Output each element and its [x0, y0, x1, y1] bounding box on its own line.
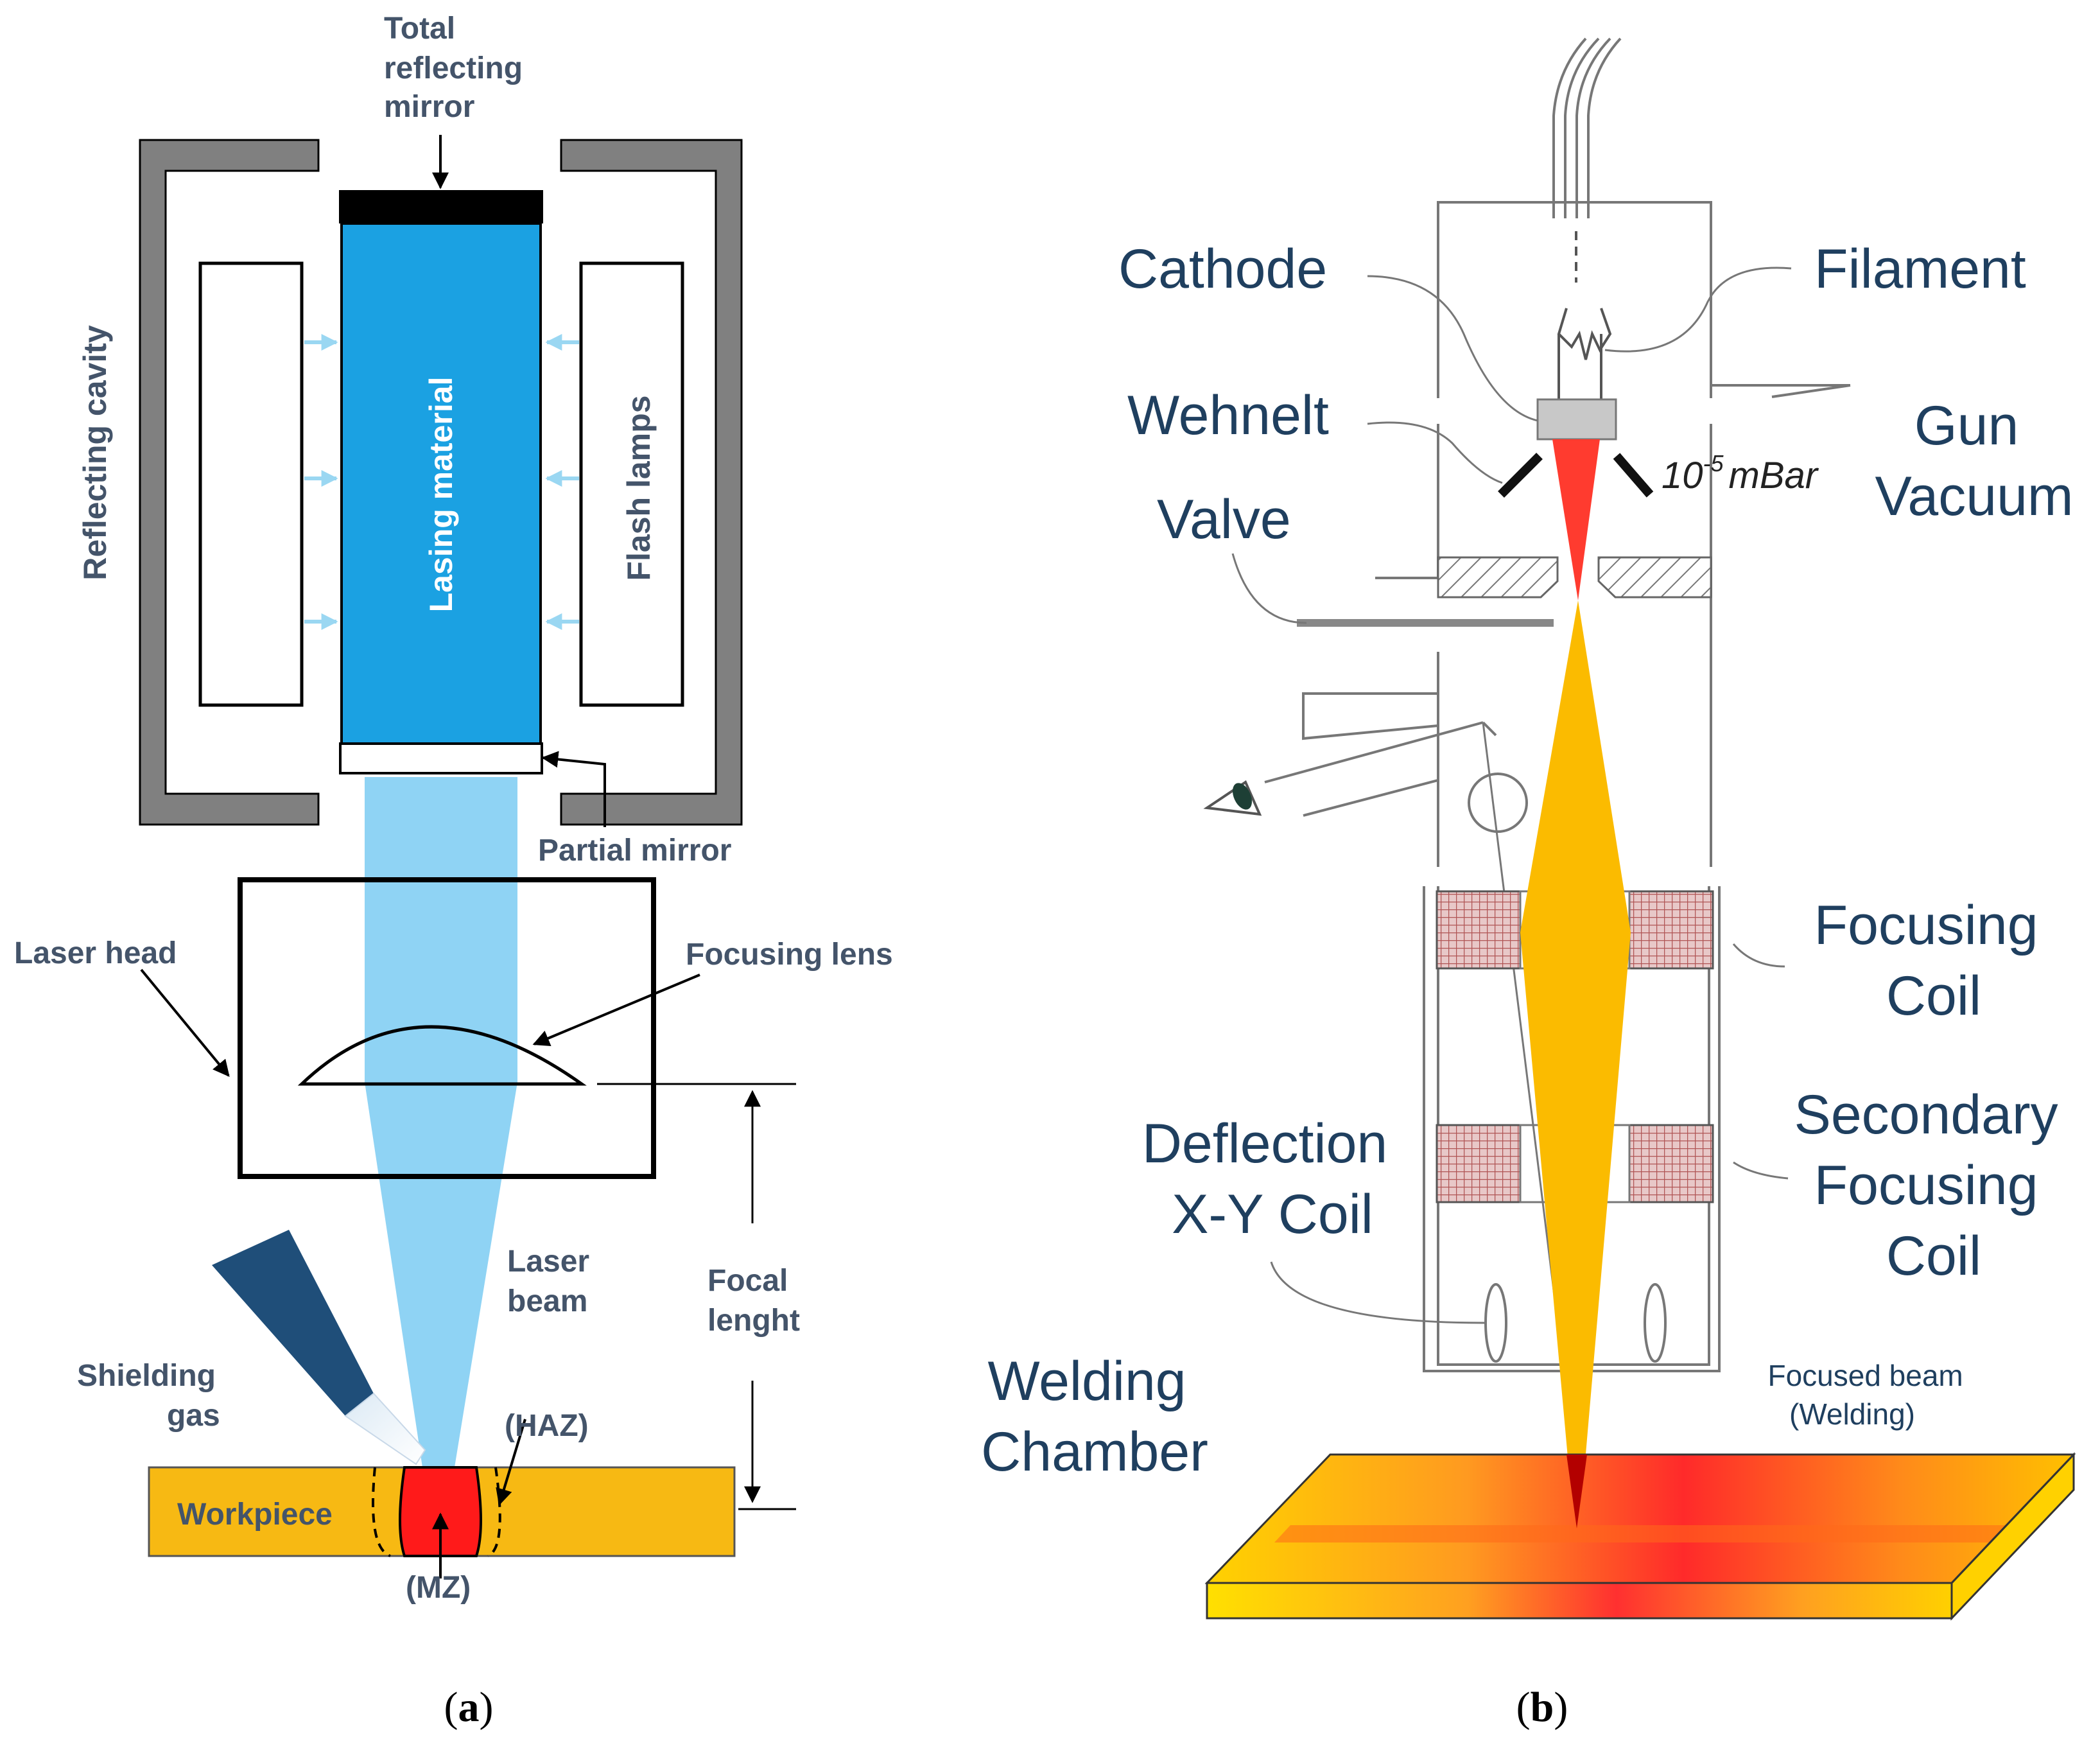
- label-partial-mirror: Partial mirror: [538, 834, 731, 868]
- cathode-block: [1536, 398, 1617, 441]
- label-total-reflecting-line1: Total: [384, 12, 455, 46]
- label-filament: Filament: [1814, 238, 2026, 300]
- label-laser-head: Laser head: [14, 936, 177, 970]
- panel-a: Total reflecting mirror Reflecting cavit…: [14, 12, 893, 1731]
- label-valve: Valve: [1157, 489, 1291, 550]
- label-deflection-coil: Deflection X-Y Coil: [1142, 1113, 1403, 1245]
- laser-beam: [365, 777, 517, 1467]
- label-focusing-lens: Focusing lens: [686, 938, 893, 972]
- label-welding-chamber-line2: Chamber: [981, 1421, 1208, 1483]
- electron-beam: [1520, 600, 1631, 1528]
- label-reflecting-cavity: Reflecting cavity: [77, 325, 113, 581]
- label-wehnelt: Wehnelt: [1127, 385, 1329, 446]
- filament-assembly: [1557, 231, 1612, 401]
- wehnelt-right: [1613, 453, 1654, 498]
- label-focused-beam-line1: Focused beam: [1767, 1359, 1963, 1392]
- caption-b: (b): [1516, 1684, 1568, 1731]
- anode-right: [1597, 556, 1712, 599]
- caption-b-letter: b: [1531, 1684, 1554, 1731]
- label-pressure-exp: -5: [1703, 450, 1724, 476]
- label-focused-beam-line2: (Welding): [1789, 1397, 1915, 1431]
- label-secondary-line3: Coil: [1886, 1225, 1981, 1287]
- laser-head-box: [238, 877, 656, 1179]
- panel-b-leader-lines: [1231, 267, 1792, 1324]
- pump-light-arrows: [304, 334, 579, 630]
- label-focal-length-line2: lenght: [707, 1304, 800, 1338]
- label-pressure-unit: mBar: [1729, 455, 1819, 496]
- keyhole: [1566, 1455, 1587, 1528]
- label-welding-chamber-line1: Welding: [987, 1350, 1186, 1412]
- panel-a-leader-arrows: [140, 135, 700, 1578]
- label-deflection-line2: X-Y Coil: [1172, 1184, 1373, 1245]
- label-mz: (MZ): [406, 1571, 471, 1605]
- label-focusing-coil-line2: Coil: [1886, 965, 1981, 1027]
- welding-plate-front: [1206, 1582, 1953, 1620]
- label-total-reflecting-line3: mirror: [384, 90, 474, 124]
- label-focused-beam: Focused beam (Welding): [1767, 1359, 1971, 1431]
- label-welding-chamber: Welding Chamber: [981, 1350, 1208, 1483]
- label-pressure-base: 10: [1662, 455, 1703, 496]
- caption-a-letter: a: [458, 1684, 480, 1731]
- reflecting-cavity-right: [560, 139, 743, 826]
- label-shielding-gas-line1: Shielding: [77, 1359, 216, 1393]
- heat-affected-zone: [372, 1467, 501, 1557]
- label-focal-length-line1: Focal: [707, 1264, 788, 1298]
- label-total-reflecting-line2: reflecting: [384, 51, 523, 85]
- flash-lamp-left: [198, 261, 304, 707]
- label-laser-beam-line1: Laser: [507, 1245, 589, 1279]
- welding-plate-outline: [1204, 1453, 2076, 1584]
- label-flash-lamps: Flash lamps: [621, 396, 657, 581]
- label-total-reflecting: Total reflecting mirror: [384, 12, 531, 124]
- label-laser-beam: Laser beam: [507, 1245, 598, 1318]
- label-shielding-gas-line2: gas: [167, 1399, 220, 1433]
- focusing-lens: [297, 1025, 587, 1086]
- lasing-material-rod: [340, 222, 542, 745]
- label-secondary-focusing-coil: Secondary Focusing Coil: [1794, 1084, 2073, 1287]
- label-secondary-line2: Focusing: [1814, 1155, 2038, 1216]
- label-deflection-line1: Deflection: [1142, 1113, 1387, 1175]
- melt-zone: [399, 1466, 482, 1557]
- label-focusing-coil-line1: Focusing: [1814, 895, 2038, 956]
- viewing-port: [1264, 652, 1577, 1471]
- weld-seam: [1274, 1525, 2016, 1542]
- cathode-beam: [1552, 439, 1600, 600]
- total-reflecting-mirror: [339, 190, 543, 223]
- flash-lamp-right: [579, 261, 684, 707]
- shielding-gas-nozzle: [212, 1230, 374, 1416]
- label-lasing-material: Lasing material: [423, 377, 459, 613]
- focal-length-dimension: [597, 1083, 796, 1510]
- welding-plate-top: [1207, 1455, 2074, 1583]
- shielding-gas-nozzle-tip: [344, 1392, 426, 1465]
- label-gun-vacuum-line2: Vacuum: [1875, 466, 2073, 527]
- caption-a-close: ): [480, 1684, 494, 1731]
- partial-mirror: [339, 742, 543, 774]
- panel-b: Cathode Filament Wehnelt Gun Vacuum 10-5…: [981, 37, 2076, 1731]
- caption-a-open: (: [444, 1684, 458, 1731]
- caption-a: (a): [444, 1684, 494, 1731]
- label-focal-length: Focal lenght: [707, 1264, 800, 1338]
- label-workpiece: Workpiece: [177, 1498, 333, 1532]
- label-laser-beam-line2: beam: [507, 1284, 587, 1318]
- wehnelt-left: [1498, 453, 1543, 498]
- secondary-focusing-coils: [1436, 1124, 1714, 1203]
- label-focusing-coil: Focusing Coil: [1814, 895, 2054, 1027]
- label-gun-vacuum: Gun Vacuum: [1875, 395, 2073, 527]
- caption-b-open: (: [1516, 1684, 1531, 1731]
- eye-icon: [1203, 780, 1262, 816]
- label-shielding-gas: Shielding gas: [77, 1359, 224, 1433]
- label-gun-vacuum-line1: Gun: [1914, 395, 2019, 457]
- focusing-coils: [1436, 890, 1714, 970]
- label-secondary-line1: Secondary: [1794, 1084, 2058, 1146]
- anode-left: [1437, 556, 1559, 599]
- label-cathode: Cathode: [1118, 238, 1327, 300]
- power-cables: [1552, 37, 1622, 218]
- label-haz: (HAZ): [505, 1409, 589, 1443]
- reflecting-cavity-left: [139, 139, 320, 826]
- caption-b-close: ): [1554, 1684, 1568, 1731]
